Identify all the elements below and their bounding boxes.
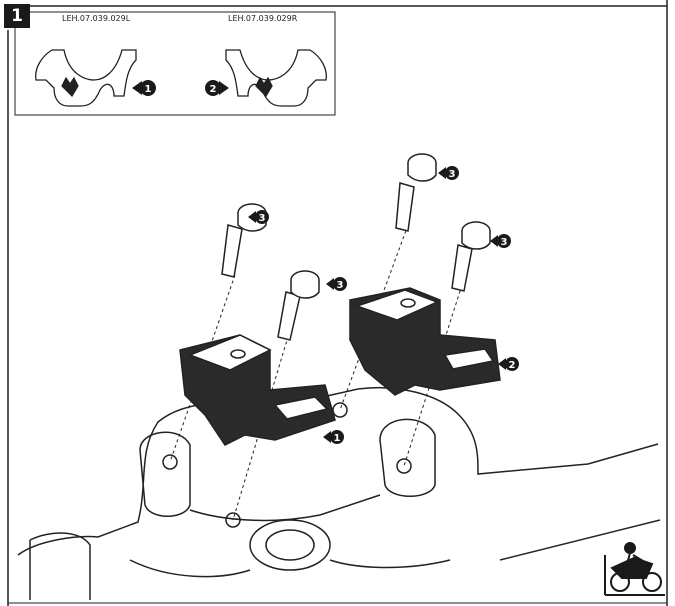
inset-callout-2: 2: [205, 80, 229, 96]
riser-right: [349, 287, 501, 396]
svg-text:2: 2: [509, 360, 516, 371]
inset-clamp-right: [225, 49, 327, 107]
bolt-b: [277, 270, 320, 341]
page-frame: [7, 0, 668, 606]
part-number-left: LEH.07.039.029L: [62, 14, 131, 23]
svg-text:3: 3: [259, 213, 266, 224]
callout-bolt-b: 3: [326, 277, 347, 291]
callout-riser-right: 2: [498, 357, 519, 371]
bolt-c: [395, 153, 437, 232]
svg-text:3: 3: [449, 169, 456, 180]
inset-callout-1: 1: [132, 80, 156, 96]
riser-left: [179, 334, 336, 446]
svg-text:1: 1: [145, 84, 152, 95]
svg-text:1: 1: [334, 433, 341, 444]
callout-bolt-c: 3: [438, 166, 459, 180]
step-number-badge: 1: [4, 4, 30, 28]
callout-bolt-d: 3: [490, 234, 511, 248]
inset-clamp-left: [35, 49, 137, 107]
motorcycle-workshop-icon: [604, 542, 665, 596]
svg-text:3: 3: [337, 280, 344, 291]
bolt-d: [451, 221, 491, 292]
svg-text:2: 2: [210, 84, 217, 95]
bolts: [221, 153, 491, 341]
callout-bolt-a: 3: [248, 210, 269, 224]
callout-riser-left: 1: [323, 430, 344, 444]
triple-clamp: [17, 386, 661, 600]
svg-text:3: 3: [501, 237, 508, 248]
part-number-right: LEH.07.039.029R: [228, 14, 298, 23]
